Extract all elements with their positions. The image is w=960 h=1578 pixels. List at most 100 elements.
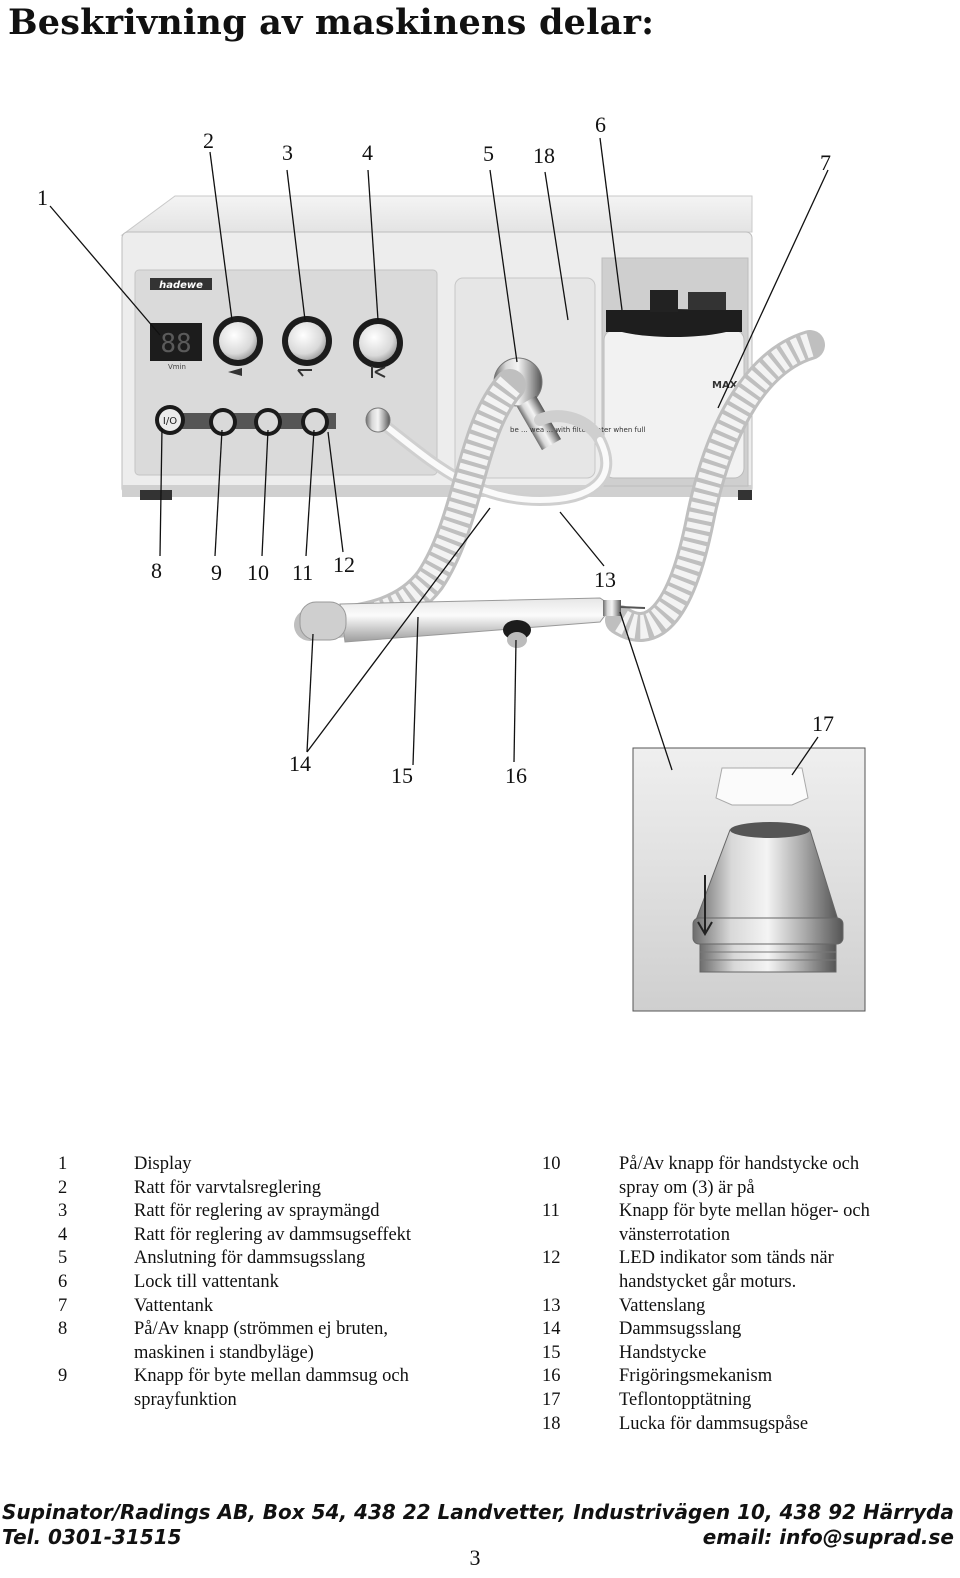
legend-row: 17 Teflontopptätning [542, 1389, 942, 1413]
callout-8: 8 [151, 558, 162, 583]
legend-text: Vattentank [134, 1295, 214, 1316]
legend-number [58, 1389, 134, 1413]
rotation-button [301, 408, 329, 436]
svg-text:I/O: I/O [163, 416, 177, 427]
legend-number: 4 [58, 1224, 68, 1245]
legend-number: 7 [58, 1295, 68, 1316]
legend-number [58, 1342, 134, 1366]
callout-5: 5 [483, 141, 494, 166]
legend-text: Lock till vattentank [134, 1271, 279, 1292]
button-strip [160, 413, 336, 429]
callout-17: 17 [812, 711, 834, 736]
legend-number: 13 [542, 1295, 561, 1316]
legend-text: Knapp för byte mellan höger- och [619, 1201, 870, 1222]
page-number: 3 [469, 1545, 481, 1570]
legend-text: Ratt för reglering av spraymängd [134, 1201, 380, 1222]
callout-4: 4 [362, 140, 373, 165]
legend-number: 14 [542, 1319, 561, 1340]
legend-row: 12 LED indikator som tänds när [542, 1247, 942, 1271]
legend-number: 12 [542, 1248, 561, 1269]
callout-16: 16 [505, 763, 527, 788]
legend-text: spray om (3) är på [619, 1177, 755, 1198]
legend-number: 10 [542, 1154, 561, 1174]
legend-text: Vattenslang [619, 1295, 706, 1316]
machine-diagram: hadewe 88 Vmin I/O MAX [37, 112, 866, 1012]
mode-button [209, 408, 237, 436]
spray-symbol-icon [297, 369, 312, 377]
speed-knob [213, 316, 263, 366]
legend-row: 11 Knapp för byte mellan höger- och [542, 1200, 942, 1224]
callout-9: 9 [211, 560, 222, 585]
footer-contact: Tel. 0301-31515 email: info@suprad.se [2, 1525, 954, 1549]
legend-row: 13 Vattenslang [542, 1295, 942, 1319]
legend-number: 2 [58, 1177, 68, 1198]
callout-7: 7 [820, 150, 831, 175]
display-unit: Vmin [168, 363, 186, 371]
legend-text: Teflontopptätning [619, 1389, 752, 1410]
brand-text: hadewe [159, 280, 203, 291]
legend-row: maskinen i standbyläge) [58, 1342, 488, 1366]
legend-text: Frigöringsmekanism [619, 1366, 773, 1387]
legend-text: LED indikator som tänds när [619, 1248, 834, 1269]
legend-row: 5 Anslutning för dammsugsslang [58, 1247, 488, 1271]
callout-18: 18 [533, 143, 555, 168]
suction-knob [353, 318, 403, 368]
legend-number: 18 [542, 1413, 561, 1434]
legend-row: 14 Dammsugsslang [542, 1318, 942, 1342]
legend-text: Anslutning för dammsugsslang [134, 1248, 366, 1269]
legend-text: vänsterrotation [619, 1224, 730, 1245]
callout-15: 15 [391, 763, 413, 788]
release-button [503, 620, 531, 648]
callout-13: 13 [594, 567, 616, 592]
legend-row: 15 Handstycke [542, 1342, 942, 1366]
speed-symbol-icon [228, 368, 242, 376]
legend-number: 16 [542, 1366, 561, 1387]
legend-row: 7 Vattentank [58, 1295, 488, 1319]
legend-number: 8 [58, 1319, 68, 1340]
handpiece [299, 597, 646, 643]
legend-number [542, 1271, 619, 1295]
legend-number: 9 [58, 1366, 68, 1387]
callout-1: 1 [37, 185, 48, 210]
legend-number: 11 [542, 1201, 560, 1222]
handpiece-button [254, 408, 282, 436]
display-digits: 88 [160, 329, 191, 359]
legend-number: 1 [58, 1154, 68, 1174]
legend-number: 15 [542, 1342, 561, 1363]
callout-11: 11 [292, 560, 313, 585]
legend-text: Dammsugsslang [619, 1319, 742, 1340]
legend-text: Handstycke [619, 1342, 707, 1363]
legend-row: 6 Lock till vattentank [58, 1271, 488, 1295]
footer-email: email: info@suprad.se [702, 1525, 954, 1549]
callout-6: 6 [595, 112, 606, 137]
callout-2: 2 [203, 128, 214, 153]
legend-row: 1 Display [58, 1153, 488, 1177]
brand-logo [150, 278, 212, 290]
legend-row: sprayfunktion [58, 1389, 488, 1413]
legend-number: 6 [58, 1271, 68, 1292]
legend-number [542, 1177, 619, 1201]
callout-3: 3 [282, 140, 293, 165]
display [150, 323, 202, 361]
legend-number: 5 [58, 1248, 68, 1269]
legend-text: sprayfunktion [134, 1389, 237, 1410]
power-button: I/O [155, 405, 185, 435]
inset-photo-teflon-seal [632, 747, 866, 1012]
legend-row: vänsterrotation [542, 1224, 942, 1248]
tank-max-label: MAX [712, 380, 738, 391]
spray-knob [282, 316, 332, 366]
legend-text: Display [134, 1154, 192, 1174]
legend-text: handstycket går moturs. [619, 1271, 797, 1292]
callout-12: 12 [333, 552, 355, 577]
legend-number: 17 [542, 1389, 561, 1410]
callout-14: 14 [289, 751, 311, 776]
